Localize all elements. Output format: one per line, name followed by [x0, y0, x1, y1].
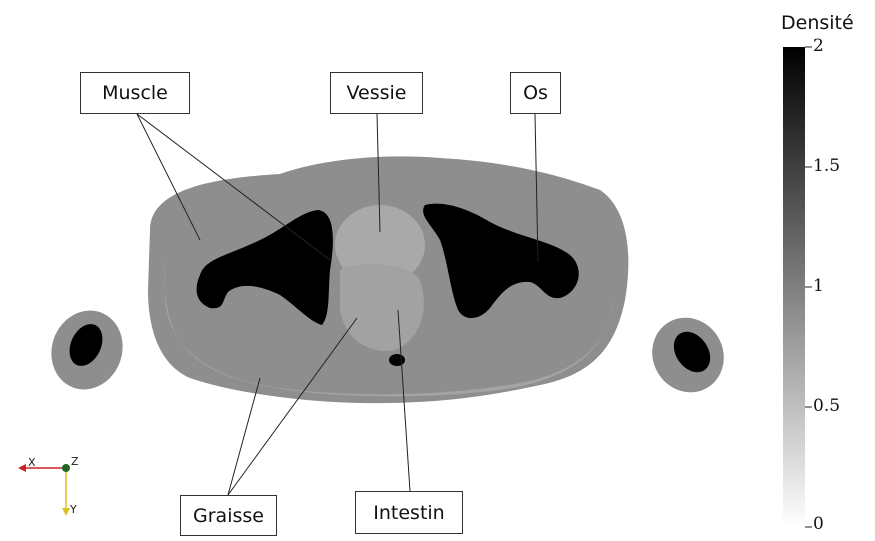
axis-label-x: X [28, 456, 36, 469]
colorbar-tick-label: 0.5 [813, 396, 840, 416]
colorbar-tick-label: 1.5 [813, 156, 840, 176]
colorbar-title: Densité [781, 12, 854, 34]
orientation-axes [18, 464, 70, 516]
axis-label-y: Y [70, 503, 77, 516]
colorbar [783, 47, 805, 527]
label-intestin: Intestin [355, 491, 463, 534]
label-graisse: Graisse [180, 495, 277, 536]
label-os: Os [510, 72, 561, 114]
axis-label-z: Z [71, 455, 79, 468]
colorbar-tick-label: 0 [813, 514, 824, 534]
colorbar-ticks [805, 47, 812, 527]
label-muscle: Muscle [80, 72, 190, 114]
colorbar-tick-label: 1 [813, 276, 824, 296]
colorbar-tick-label: 2 [813, 36, 824, 56]
label-vessie: Vessie [330, 72, 423, 114]
intestine-dark-spot [389, 354, 405, 366]
